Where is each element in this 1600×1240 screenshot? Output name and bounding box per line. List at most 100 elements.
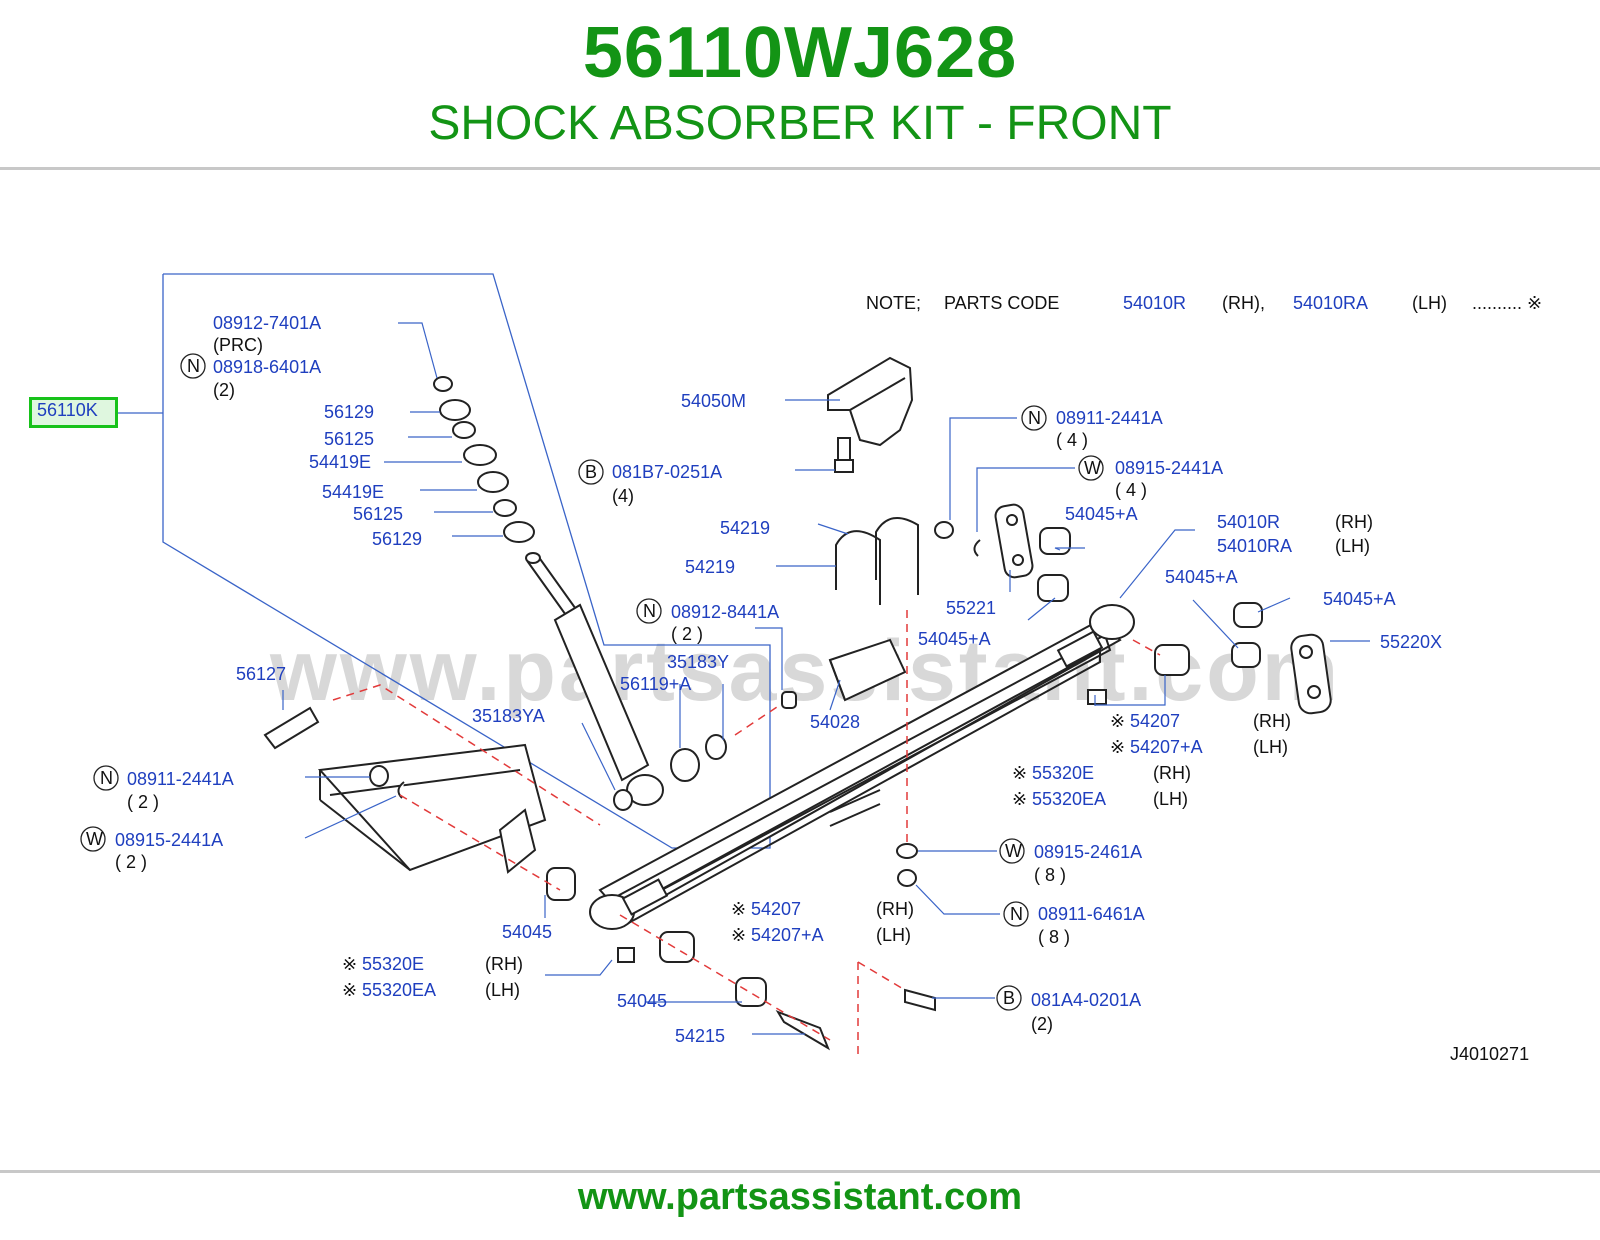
label-qty: ( 2 ) — [671, 624, 703, 644]
label-08911-2441a: 08911-2441A — [127, 769, 234, 789]
shackle — [994, 503, 1034, 579]
label-56125: 56125 — [353, 504, 403, 524]
label-55320ea: 55320EA — [1032, 789, 1106, 809]
badge-n: N — [187, 356, 200, 376]
drawing-code: J4010271 — [1450, 1044, 1529, 1064]
mark-icon: ※ — [731, 925, 746, 945]
label-55320ea: 55320EA — [362, 980, 436, 1000]
diagram-panel — [0, 258, 1600, 1078]
label-54215: 54215 — [675, 1026, 725, 1046]
footer-divider — [0, 1170, 1600, 1173]
label-56125: 56125 — [324, 429, 374, 449]
badge-n: N — [1010, 904, 1023, 924]
label-081b7-0251a: 081B7-0251A — [612, 462, 722, 482]
label-qty: ( 4 ) — [1056, 430, 1088, 450]
note-lh: (LH) — [1412, 293, 1447, 313]
label-08911-6461a: 08911-6461A — [1038, 904, 1145, 924]
note-parts-code: PARTS CODE — [944, 293, 1059, 313]
label-lh: (LH) — [1253, 737, 1288, 757]
label-54419e: 54419E — [309, 452, 371, 472]
label-56119a: 56119+A — [620, 674, 691, 694]
shackle-plate — [1290, 633, 1332, 715]
label-56129: 56129 — [324, 402, 374, 422]
label-54045: 54045 — [502, 922, 552, 942]
label-08915-2441a: 08915-2441A — [115, 830, 223, 850]
label-54045a: 54045+A — [1165, 567, 1238, 587]
badge-w: W — [86, 829, 103, 849]
kit-label-highlight[interactable] — [29, 397, 118, 428]
label-rh: (RH) — [485, 954, 523, 974]
badge-n: N — [643, 601, 656, 621]
label-56129: 56129 — [372, 529, 422, 549]
label-55320e: 55320E — [1032, 763, 1094, 783]
hanger-bracket — [827, 356, 914, 473]
mark-icon: ※ — [342, 954, 357, 974]
label-54045a: 54045+A — [918, 629, 991, 649]
label-35183y: 35183Y — [667, 652, 729, 672]
u-bolts — [835, 517, 919, 605]
hardware — [263, 521, 1263, 1051]
label-081a4-0201a: 081A4-0201A — [1031, 990, 1141, 1010]
label-54010ra: 54010RA — [1217, 536, 1292, 556]
label-qty: (2) — [1031, 1014, 1053, 1034]
note-rh: (RH), — [1222, 293, 1265, 313]
badges — [80, 353, 1104, 1011]
badge-w: W — [1005, 841, 1022, 861]
mark-icon: ※ — [1012, 763, 1027, 783]
label-54050m: 54050M — [681, 391, 746, 411]
spring-seat — [828, 638, 907, 702]
shock-absorber — [525, 552, 664, 806]
part-number-title: 56110WJ628 — [582, 13, 1018, 93]
label-rh: (RH) — [1253, 711, 1291, 731]
label-lh: (LH) — [876, 925, 911, 945]
badge-b: B — [1003, 988, 1015, 1008]
label-54219: 54219 — [685, 557, 735, 577]
note-marker: .......... ※ — [1472, 293, 1542, 313]
kit-label[interactable]: 56110K — [37, 400, 98, 420]
badge-n: N — [1028, 408, 1041, 428]
mark-icon: ※ — [731, 899, 746, 919]
label-lh: (LH) — [485, 980, 520, 1000]
label-54010r: 54010R — [1217, 512, 1280, 532]
label-qty: (4) — [612, 486, 634, 506]
badge-w: W — [1084, 458, 1101, 478]
label-08915-2461a: 08915-2461A — [1034, 842, 1142, 862]
note-code-rh: 54010R — [1123, 293, 1186, 313]
mark-icon: ※ — [1110, 711, 1125, 731]
kit-outline — [162, 273, 771, 849]
label-rh: (RH) — [1153, 763, 1191, 783]
label-08912-8441a: 08912-8441A — [671, 602, 779, 622]
assembly-dashes — [332, 610, 1161, 1058]
label-35183ya: 35183YA — [472, 706, 545, 726]
label-56127: 56127 — [236, 664, 286, 684]
header-divider — [0, 167, 1600, 170]
label-54207a: 54207+A — [751, 925, 824, 945]
label-lh: (LH) — [1335, 536, 1370, 556]
label-qty: ( 2 ) — [127, 792, 159, 812]
leaf-spring — [589, 604, 1135, 930]
label-08918-6401a: 08918-6401A — [213, 357, 321, 377]
label-54045a: 54045+A — [1065, 504, 1138, 524]
label-qty: ( 4 ) — [1115, 480, 1147, 500]
label-08911-2441a: 08911-2441A — [1056, 408, 1163, 428]
label-qty: ( 2 ) — [115, 852, 147, 872]
label-lh: (LH) — [1153, 789, 1188, 809]
label-rh: (RH) — [1335, 512, 1373, 532]
label-54419e: 54419E — [322, 482, 384, 502]
badge-b: B — [585, 462, 597, 482]
label-rh: (RH) — [876, 899, 914, 919]
label-54028: 54028 — [810, 712, 860, 732]
label-54045a: 54045+A — [1323, 589, 1396, 609]
mark-icon: ※ — [1012, 789, 1027, 809]
footer-website[interactable]: www.partsassistant.com — [577, 1176, 1023, 1218]
label-54219: 54219 — [720, 518, 770, 538]
label-54207: 54207 — [751, 899, 801, 919]
label-qty: ( 8 ) — [1038, 927, 1070, 947]
label-54207a: 54207+A — [1130, 737, 1203, 757]
mark-icon: ※ — [342, 980, 357, 1000]
leader-lines — [282, 322, 1370, 1035]
label-55220x: 55220X — [1380, 632, 1442, 652]
note-prefix: NOTE; — [866, 293, 921, 313]
label-qty: ( 8 ) — [1034, 865, 1066, 885]
